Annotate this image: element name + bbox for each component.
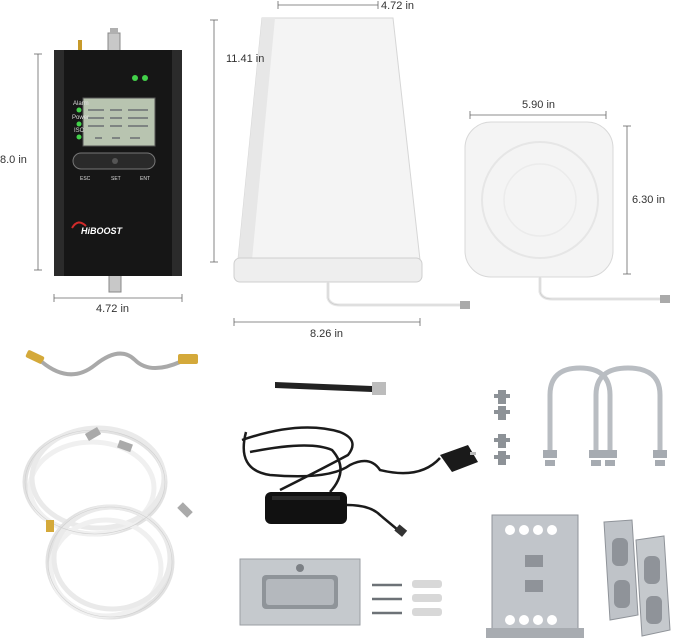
whip-antenna <box>275 382 386 395</box>
power-led <box>76 121 82 127</box>
outdoor-height-label: 11.41 in <box>226 53 265 65</box>
alarm-label: Alarm <box>73 101 89 107</box>
u-bolts <box>547 365 663 450</box>
booster-height-label: 8.0 in <box>0 154 27 166</box>
bolt-set <box>494 390 510 465</box>
power-label: Power <box>72 115 90 121</box>
booster-width-label: 4.72 in <box>96 303 130 315</box>
indoor-width-label: 5.90 in <box>522 99 556 111</box>
booster-top-antenna-stub <box>78 40 82 52</box>
booster-led-2 <box>142 75 148 81</box>
alarm-led <box>76 107 82 113</box>
outdoor-top-width-label: 4.72 in <box>381 0 415 12</box>
iso-led <box>76 134 82 140</box>
indoor-height-label: 6.30 in <box>632 194 666 206</box>
set-button[interactable]: SET <box>111 176 121 182</box>
pole-mount-plate <box>486 514 584 638</box>
iso-label: ISO <box>74 128 85 134</box>
screws-and-anchors <box>372 580 442 616</box>
jumper-cable <box>25 350 198 377</box>
brand-logo: HiBOOST <box>81 226 123 236</box>
power-adapter <box>241 426 478 537</box>
ent-button[interactable]: ENT <box>140 176 150 182</box>
wall-mount-bracket <box>239 558 361 626</box>
booster-led-1 <box>132 75 138 81</box>
outdoor-base-width-label: 8.26 in <box>310 328 344 340</box>
esc-button[interactable]: ESC <box>80 176 91 182</box>
channel-brackets <box>603 519 671 637</box>
